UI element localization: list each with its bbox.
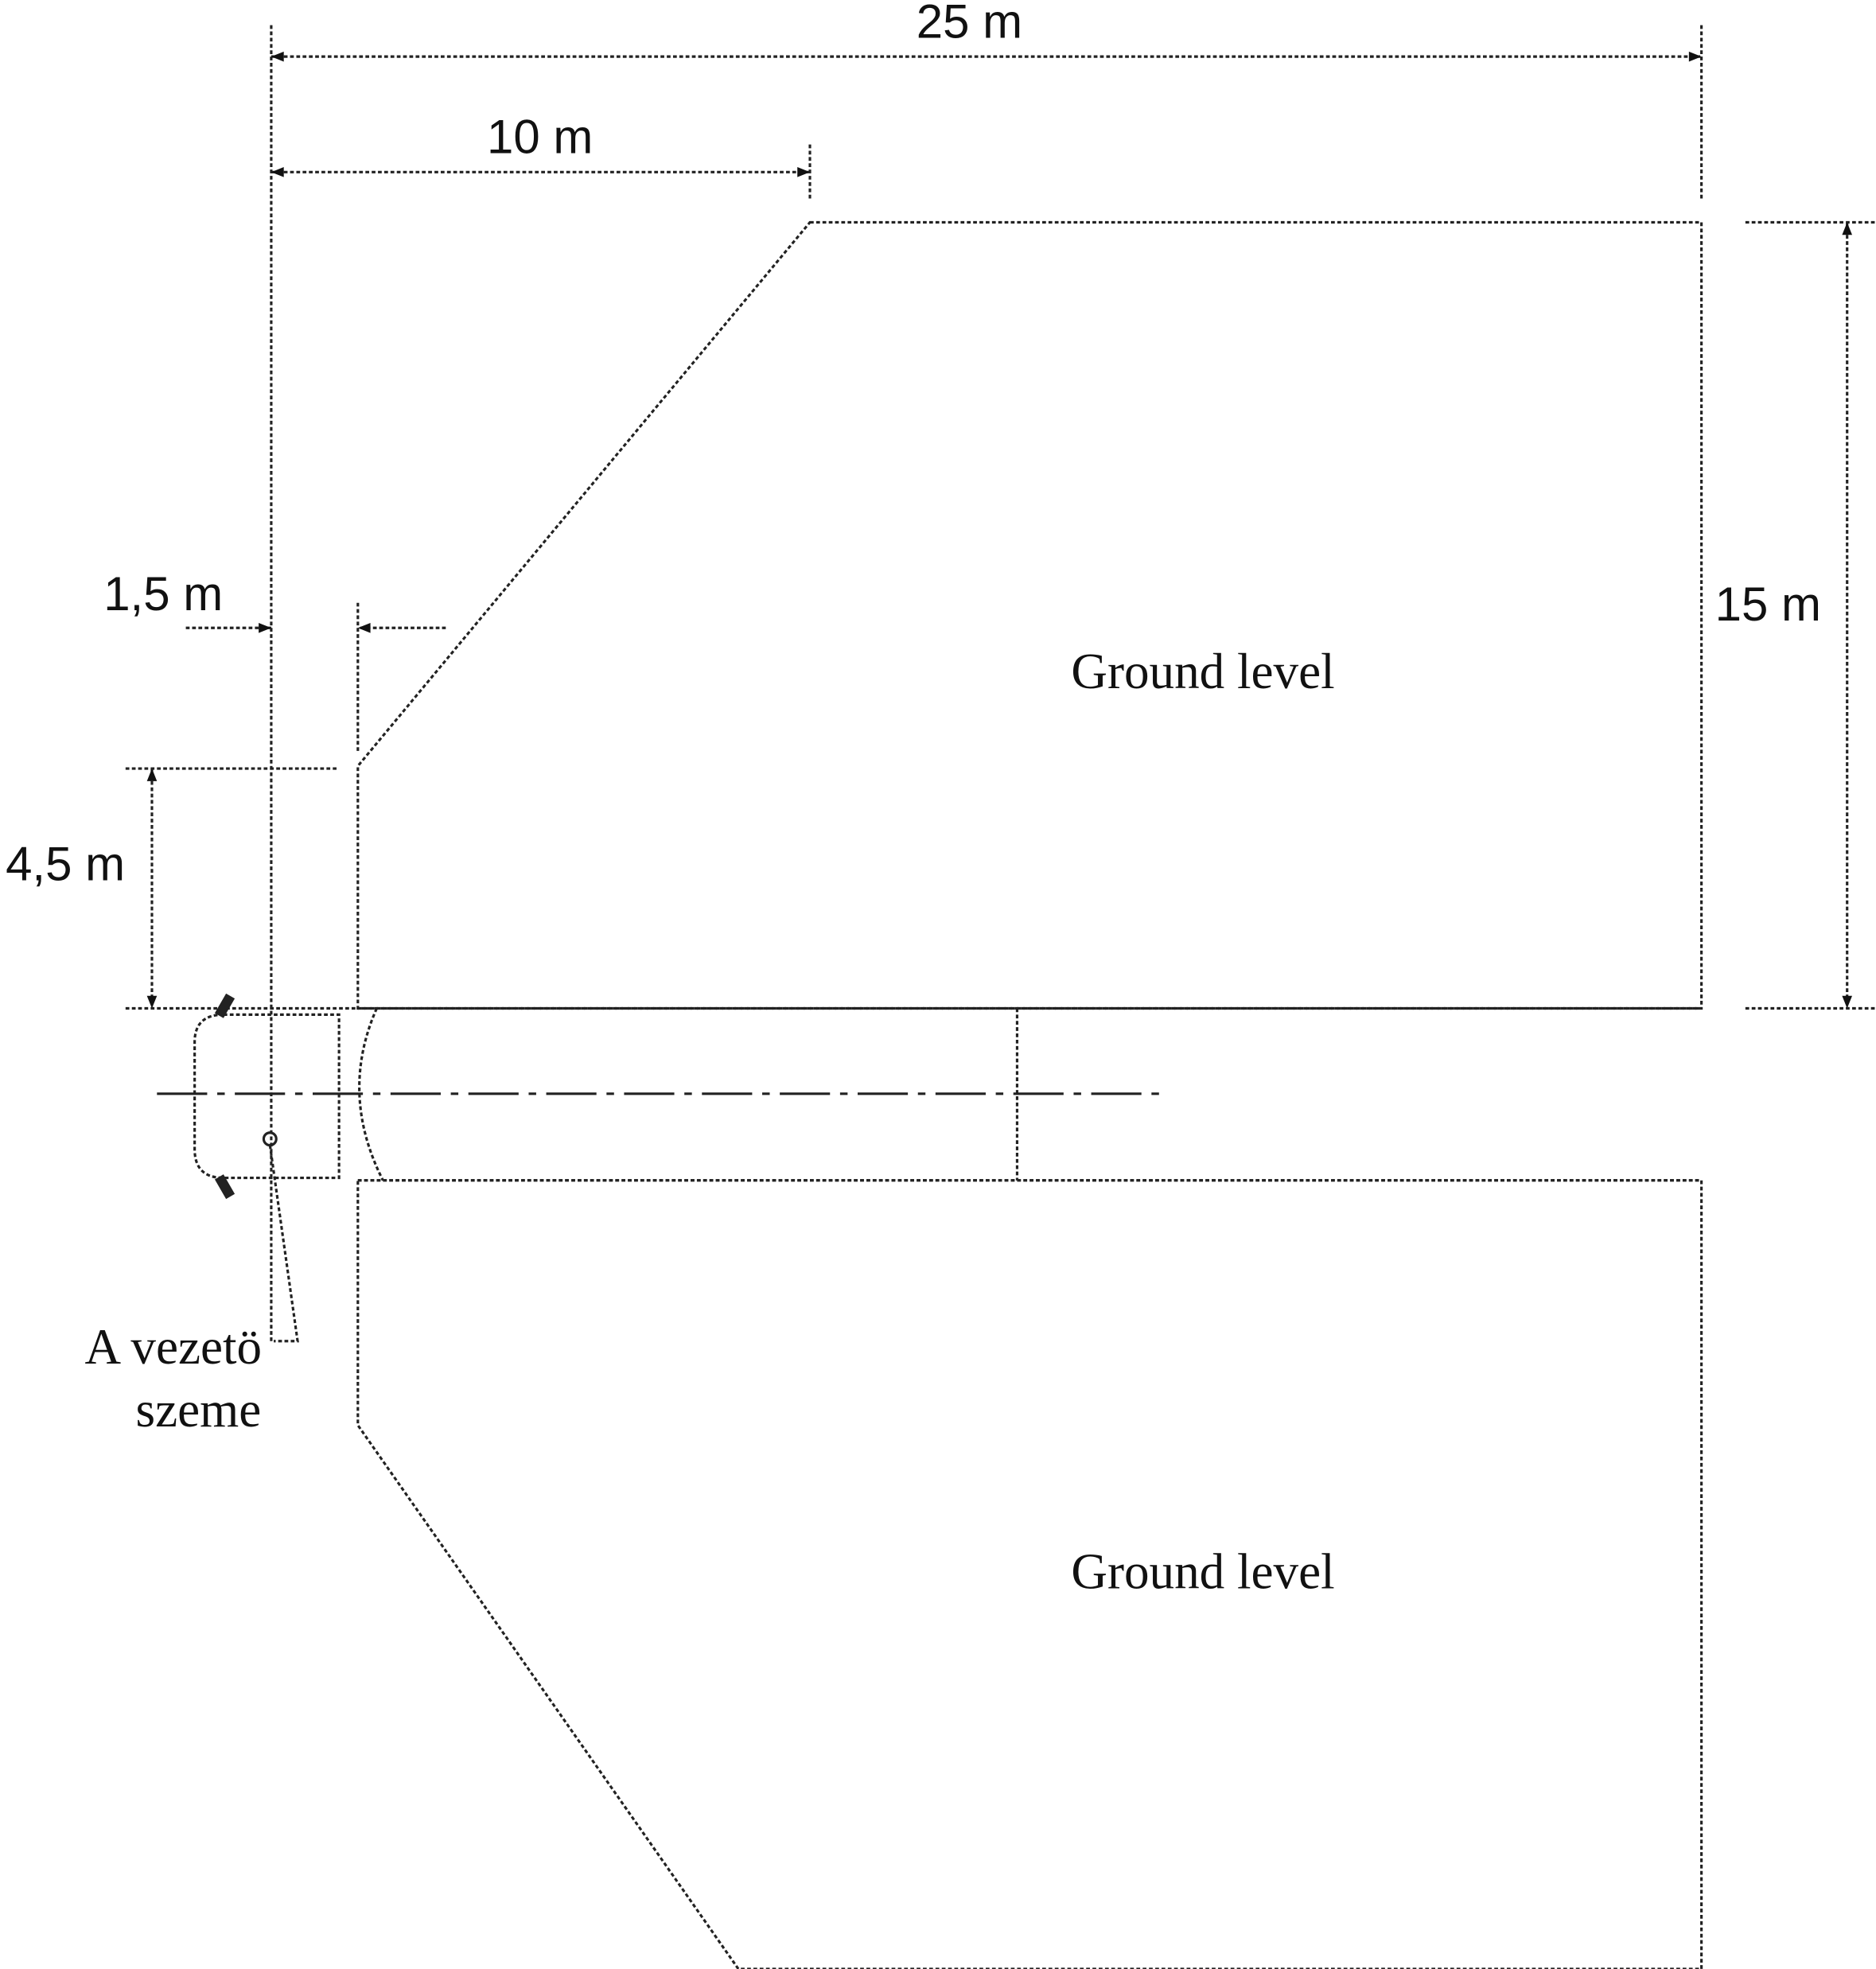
driver-eye-label-line2: szeme [136,1382,262,1438]
vehicle-outline [193,993,341,1200]
vehicle-corridor [157,1006,1702,1182]
upper-hatched-zone: Ground level [356,220,1703,1010]
mirror-icon [214,1174,235,1200]
upper-label-box [850,581,1563,769]
front-length-label: 10 m [487,111,593,164]
eye-icon [262,1131,278,1147]
dimension-25m: 25 m [271,0,1702,62]
lower-hatched-zone: Ground level [356,1179,1703,1969]
driver-eye-marker: A vezetö szeme [85,1131,299,1438]
dimension-4-5m: 4,5 m [6,767,358,1010]
total-length-label: 25 m [917,0,1022,48]
upper-ground-level-label: Ground level [1071,644,1334,699]
dimension-1-5m: 1,5 m [103,567,446,754]
lateral-offset-label: 1,5 m [103,567,223,621]
dimension-10m: 10 m [271,111,811,177]
lower-ground-level-label: Ground level [1071,1544,1334,1600]
dimension-15m: 15 m [1715,220,1876,1010]
lower-label-box [850,1475,1558,1677]
driver-eye-label-line1: A vezetö [85,1319,263,1375]
side-gap-label: 4,5 m [6,838,125,891]
mirror-icon [214,993,235,1018]
zone-width-label: 15 m [1715,578,1821,631]
